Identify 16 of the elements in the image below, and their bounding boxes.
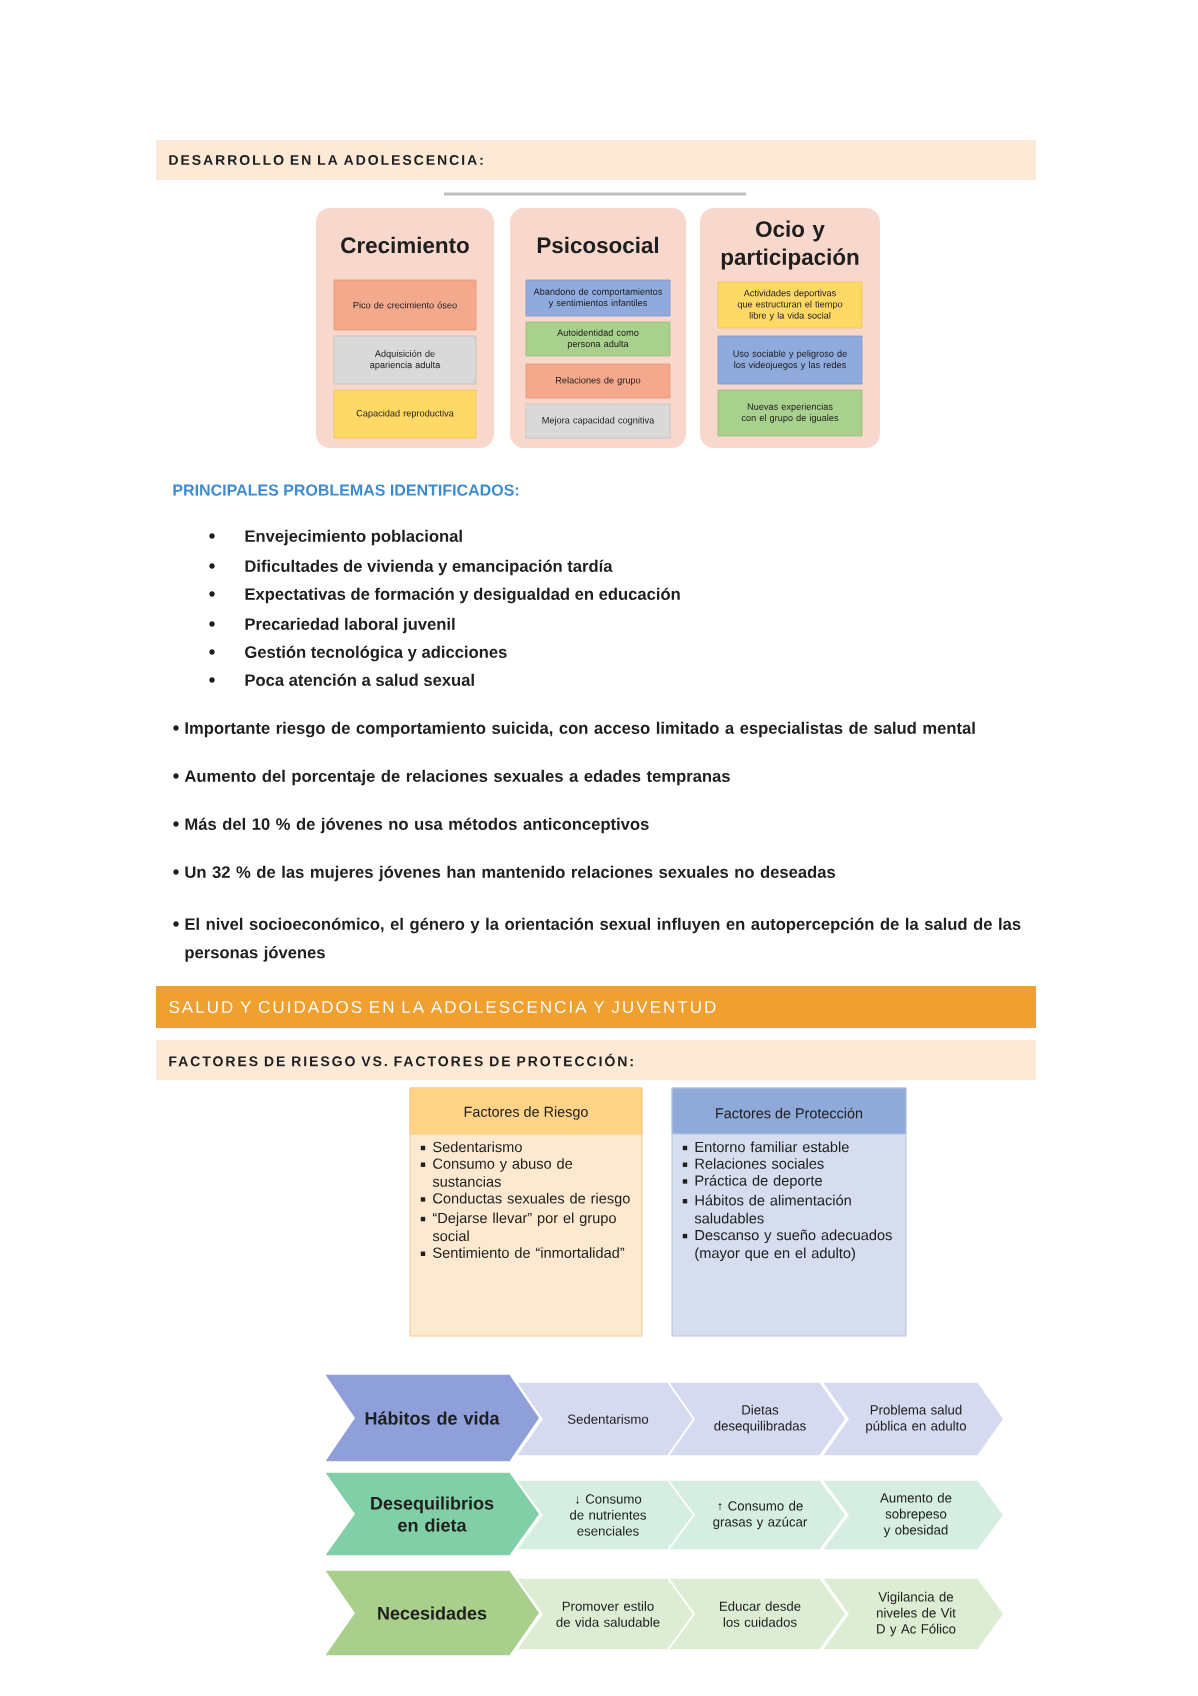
list-item: Precariedad laboral juvenil [245,617,455,634]
chevron-box: Necesidades [322,1569,541,1657]
paragraph: Aumento del porcentaje de relaciones sexuales a edades tempranas [184,769,730,786]
list-item: Envejecimiento poblacional [245,529,462,546]
section-heading: PRINCIPALES PROBLEMAS IDENTIFICADOS: [173,484,519,496]
heading-band: SALUD Y CUIDADOS EN LA ADOLESCENCIA Y JUVENTUD [156,986,1036,1028]
paragraph: Más del 10 % de jóvenes no usa métodos anticonceptivos [185,817,649,834]
chevron-box: Desequilibrios en dieta [322,1471,541,1557]
list-item: Gestión tecnológica y adicciones [245,645,507,662]
chevron-box: Hábitos de vida [322,1373,541,1463]
paragraph: Importante riesgo de comportamiento suicida, con acceso limitado a especialistas de salud mental [185,721,975,738]
list-item: Dificultades de vivienda y emancipación tardía [245,559,613,576]
list-item: Poca atención a salud sexual [245,673,474,686]
list-item: Expectativas de formación y desigualdad en educación [245,587,680,604]
paragraph: El nivel socioeconómico, el género y la orientación sexual influyen en autopercepción de la salud de las personas jóvenes [185,917,1021,962]
paragraph: Un 32 % de las mujeres jóvenes han mantenido relaciones sexuales no deseadas [185,865,835,882]
